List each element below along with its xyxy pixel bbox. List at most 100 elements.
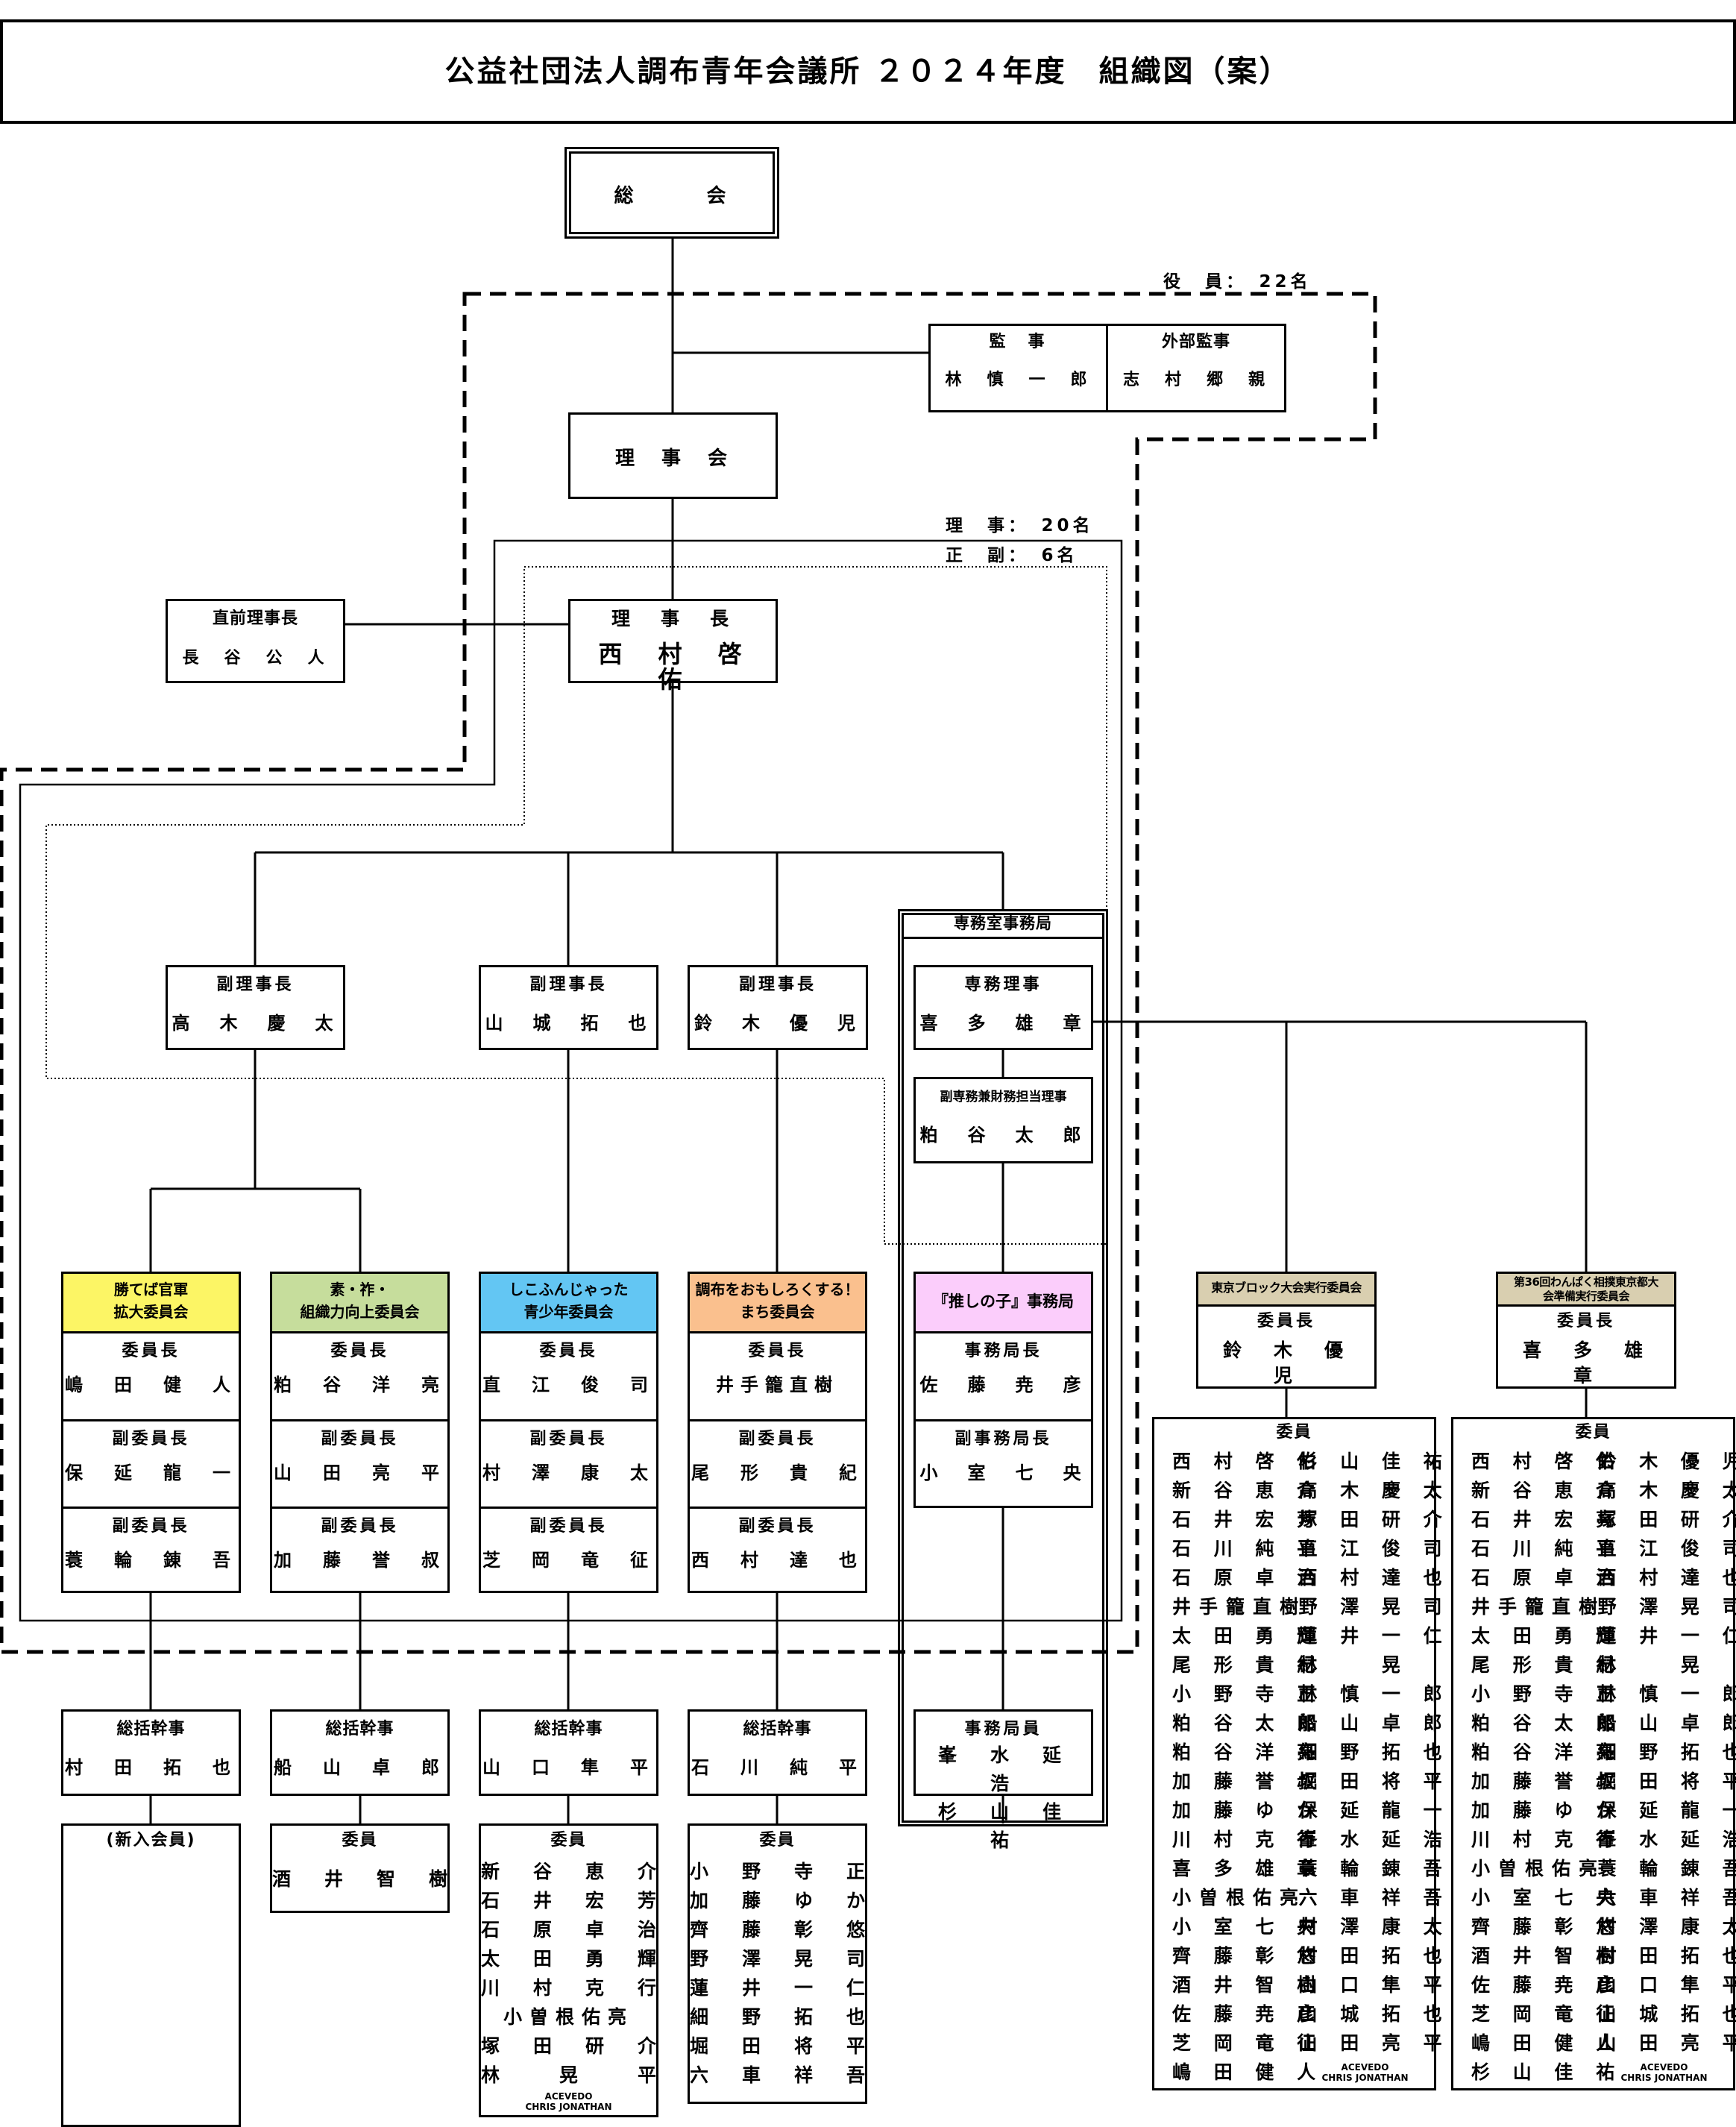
member-name: 新 谷 恵 介: [1172, 1480, 1324, 1501]
special-members-box: 委員西 村 啓 佑鈴 木 優 児新 谷 恵 介高 木 慶 太石 井 宏 亮塚 田…: [1451, 1417, 1736, 2090]
chair-role: 委員長: [539, 1342, 598, 1360]
president-role: 理 事 長: [611, 608, 735, 629]
member-name: 佐 藤 尭 彦: [1471, 1974, 1623, 1996]
special-members-row: 小 野 寺 正林 慎 一 郎: [1172, 1680, 1442, 1709]
committee-title: 調布をおもしろくする！ まち委員会: [690, 1274, 865, 1333]
member-name: 太 田 勇 輝: [1471, 1625, 1623, 1647]
chart-title: 公益社団法人調布青年会議所 ２０２４年度 組織図（案）: [444, 54, 1292, 89]
board-box: 理 事 会: [568, 412, 778, 499]
vice-president-role: 副理事長: [738, 975, 817, 994]
special-members-row: 西 村 啓 佑鈴 木 優 児: [1471, 1447, 1736, 1476]
committee-box: 調布をおもしろくする！ まち委員会委員長井手籠直樹副委員長尾 形 貴 紀副委員長…: [688, 1272, 867, 1593]
member-name: 酒 井 智 樹: [1471, 1945, 1623, 1967]
deputy-director-role: 副専務兼財務担当理事: [940, 1090, 1067, 1105]
member-name: 蓑 輪 錬 吾: [1298, 1858, 1450, 1879]
president-box: 理 事 長 西 村 啓 佑: [568, 599, 778, 692]
member-name: 嶋 田 健 人: [1471, 2032, 1623, 2054]
member-name: 粕 谷 太 郎: [1471, 1712, 1623, 1734]
past-president-name: 長 谷 公 人: [182, 649, 329, 667]
special-members-row: 西 村 啓 佑杉 山 佳 祐: [1172, 1447, 1442, 1476]
special-members-row: 石 原 卓 治西 村 達 也: [1172, 1563, 1450, 1592]
committee-title: 素・祚・ 組織力向上委員会: [272, 1274, 447, 1333]
member-name: 西 村 達 也: [1298, 1567, 1450, 1589]
member-name: 西 村 達 也: [1597, 1567, 1736, 1589]
member-name: 小 野 寺 正: [690, 1861, 873, 1882]
committee-box: 素・祚・ 組織力向上委員会委員長粕 谷 洋 亮副委員長山 田 亮 平副委員長加 …: [270, 1272, 450, 1593]
committee-title: しこふんじゃった 青少年委員会: [481, 1274, 656, 1333]
secretary-role: 総括幹事: [743, 1720, 812, 1738]
member-name: 井手籠直樹: [1172, 1596, 1307, 1618]
member-name: 山 田 亮 平: [1597, 2032, 1736, 2054]
special-chair-role: 委員長: [1257, 1312, 1315, 1330]
members-label: 委員: [759, 1831, 796, 1850]
executive-director-box: 専務理事 喜 多 雄 章: [913, 965, 1093, 1050]
member-name: 塚 田 研 介: [1597, 1509, 1736, 1530]
special-committee-title: 東京ブロック大会実行委員会: [1198, 1274, 1374, 1307]
members-label: 委員: [550, 1831, 587, 1850]
member-name: 芝 岡 竜 征: [1172, 2032, 1324, 2054]
member-name: 加 藤 誉 叔: [1471, 1771, 1623, 1792]
past-president-role: 直前理事長: [212, 609, 298, 628]
member-name-latin: ACEVEDO CHRIS JONATHAN: [1321, 2062, 1409, 2083]
vice-chair-name: 西 村 達 也: [691, 1550, 864, 1571]
special-members-row: 佐 藤 尭 彦山 城 拓 也: [1172, 1999, 1442, 2029]
office-chief-name: 佐 藤 尭 彦: [919, 1374, 1087, 1395]
special-chair-name: 鈴 木 優 児: [1222, 1339, 1376, 1386]
member-name: 村 澤 康 太: [1298, 1916, 1450, 1938]
office-vice-role: 副事務局長: [955, 1430, 1052, 1448]
member-name: 山 口 隼 平: [1298, 1974, 1450, 1996]
office-staff-name: 杉 山 佳 祐: [937, 1801, 1095, 1851]
member-name: 加 藤 ゆ か: [690, 1890, 873, 1911]
general-assembly-box: 総 会: [564, 147, 779, 239]
vice-chair-role: 副委員長: [738, 1517, 817, 1536]
member-name: 細 野 拓 也: [690, 2006, 873, 2028]
special-members-row: 尾 形 貴 紀林 晃 平: [1471, 1650, 1724, 1680]
member-name: 粕 谷 洋 亮: [1172, 1741, 1324, 1763]
member-name: 六 車 祥 吾: [1597, 1887, 1736, 1908]
special-members-row: 太 田 勇 輝蓮 井 一 仁: [1172, 1621, 1442, 1650]
special-committee-box: 第36回わんぱく相撲東京都大 会準備実行委員会委員長喜 多 雄 章: [1496, 1272, 1676, 1389]
member-name: 細 野 拓 也: [1298, 1741, 1450, 1763]
special-members-row: 酒 井 智 樹山 口 隼 平: [1172, 1970, 1450, 1999]
external-auditor-box: 外部監事 志 村 郷 親: [1106, 324, 1286, 412]
member-name: 堀 田 将 平: [1597, 1771, 1736, 1792]
member-name: 野 澤 晃 司: [690, 1948, 873, 1970]
special-members-label: 委員: [1276, 1423, 1312, 1442]
member-name-latin: ACEVEDO CHRIS JONATHAN: [1620, 2062, 1708, 2083]
chair-role: 委員長: [122, 1342, 180, 1360]
special-members-row: 石 井 宏 亮塚 田 研 介: [1471, 1505, 1736, 1534]
member-name: 小 野 寺 正: [1471, 1683, 1623, 1705]
member-name: 野 澤 晃 司: [1597, 1596, 1736, 1618]
member-name: 齊 藤 彰 悠: [690, 1919, 873, 1941]
member-name: 酒 井 智 樹: [272, 1868, 456, 1890]
external-auditor-role: 外部監事: [1161, 333, 1230, 351]
member-name: 石 井 宏 芳: [1172, 1509, 1324, 1530]
members-list: 小 野 寺 正加 藤 ゆ か齊 藤 彰 悠野 澤 晃 司蓮 井 一 仁細 野 拓…: [690, 1857, 865, 2090]
special-members-row: 尾 形 貴 紀林 晃 平: [1172, 1650, 1492, 1680]
executive-director-role: 専務理事: [964, 975, 1042, 994]
special-members-row: 芝 岡 竜 征山 城 拓 也: [1471, 1999, 1736, 2029]
member-name: 鈴 木 優 児: [1597, 1451, 1736, 1472]
vice-chair-name: 芝 岡 竜 征: [482, 1550, 655, 1571]
member-name: 船 山 卓 郎: [1597, 1712, 1736, 1734]
member-name: 石 井 宏 亮: [1471, 1509, 1623, 1530]
board-label: 理 事 会: [614, 447, 731, 470]
member-name: 高 木 慶 太: [1597, 1480, 1736, 1501]
member-name: 船 山 卓 郎: [1298, 1712, 1450, 1734]
secretariat-frame: [898, 909, 1108, 1826]
vice-chair-role: 副委員長: [529, 1430, 608, 1448]
member-name: 林 晃 平: [1298, 1654, 1492, 1676]
member-name: 嶋 田 健 人: [1172, 2061, 1324, 2083]
member-name: 石 原 卓 治: [1471, 1567, 1623, 1589]
secretary-role: 総括幹事: [116, 1720, 186, 1738]
member-name: 新 谷 恵 介: [481, 1861, 664, 1882]
member-name: 石 川 純 平: [1172, 1538, 1324, 1559]
general-assembly-label: 総 会: [614, 185, 730, 207]
chair-role: 委員長: [748, 1342, 807, 1360]
secretary-name: 村 田 拓 也: [65, 1757, 237, 1778]
member-name: 六 車 祥 吾: [1298, 1887, 1450, 1908]
secretariat-label: 専務室事務局: [954, 914, 1052, 932]
vice-chair-name: 山 田 亮 平: [274, 1462, 446, 1483]
special-members-row: 石 井 宏 芳塚 田 研 介: [1172, 1505, 1442, 1534]
